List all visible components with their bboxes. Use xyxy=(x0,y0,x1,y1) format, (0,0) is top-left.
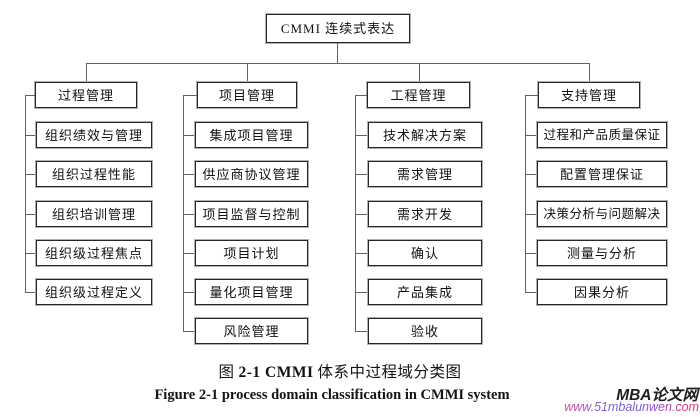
node-support-management: 支持管理 xyxy=(537,81,641,109)
tree-node: 组织过程性能 xyxy=(35,160,153,188)
connector-line xyxy=(355,292,368,293)
tree-node: 确认 xyxy=(367,239,483,267)
connector-line xyxy=(525,292,537,293)
connector-line xyxy=(355,174,368,175)
connector-line xyxy=(525,95,526,292)
watermark-site-name: MBA论文网 xyxy=(616,387,698,404)
connector-line xyxy=(355,253,368,254)
node-process-management: 过程管理 xyxy=(34,81,138,109)
tree-node: 验收 xyxy=(367,317,483,345)
connector-line xyxy=(337,43,338,63)
tree-node: 产品集成 xyxy=(367,278,483,306)
node-project-management: 项目管理 xyxy=(196,81,298,109)
caption-zh-number: 2-1 CMMI xyxy=(238,364,314,381)
tree-node: 集成项目管理 xyxy=(194,121,309,149)
connector-line xyxy=(86,63,590,64)
connector-line xyxy=(86,63,87,82)
tree-node: 项目计划 xyxy=(194,239,309,267)
connector-line xyxy=(589,63,590,82)
tree-node: 项目监督与控制 xyxy=(194,200,309,228)
connector-line xyxy=(183,135,195,136)
tree-node: 需求开发 xyxy=(367,200,483,228)
connector-line xyxy=(355,95,356,331)
connector-line xyxy=(525,214,537,215)
connector-line xyxy=(25,135,36,136)
tree-node: 组织培训管理 xyxy=(35,200,153,228)
connector-line xyxy=(183,292,195,293)
tree-node: 测量与分析 xyxy=(536,239,668,267)
tree-node: 组织级过程焦点 xyxy=(35,239,153,267)
connector-line xyxy=(183,214,195,215)
connector-line xyxy=(525,135,537,136)
tree-node: 供应商协议管理 xyxy=(194,160,309,188)
connector-line xyxy=(525,253,537,254)
connector-line xyxy=(25,174,36,175)
connector-line xyxy=(25,95,26,292)
connector-line xyxy=(419,63,420,82)
connector-line xyxy=(25,214,36,215)
figure-caption-en: Figure 2-1 process domain classification… xyxy=(154,387,510,403)
connector-line xyxy=(525,174,537,175)
connector-line xyxy=(183,95,184,331)
connector-line xyxy=(183,174,195,175)
connector-line xyxy=(25,95,35,96)
node-engineering-management: 工程管理 xyxy=(366,81,471,109)
connector-line xyxy=(355,135,368,136)
connector-line xyxy=(355,331,368,332)
connector-line xyxy=(525,95,538,96)
watermark-url: www.51mbalunwen.com xyxy=(564,400,699,414)
caption-zh-suffix: 体系中过程域分类图 xyxy=(317,364,462,381)
tree-node: 配置管理保证 xyxy=(536,160,668,188)
node-cmmi-root: CMMI 连续式表达 xyxy=(265,13,411,44)
connector-line xyxy=(183,331,195,332)
connector-line xyxy=(183,95,197,96)
tree-node: 组织级过程定义 xyxy=(35,278,153,306)
tree-node: 过程和产品质量保证 xyxy=(536,121,668,149)
connector-line xyxy=(25,292,36,293)
tree-node: 因果分析 xyxy=(536,278,668,306)
connector-line xyxy=(355,214,368,215)
caption-zh-prefix: 图 xyxy=(218,364,235,381)
tree-node: 风险管理 xyxy=(194,317,309,345)
tree-node: 技术解决方案 xyxy=(367,121,483,149)
connector-line xyxy=(183,253,195,254)
connector-line xyxy=(355,95,367,96)
connector-line xyxy=(247,63,248,82)
connector-line xyxy=(25,253,36,254)
tree-node: 决策分析与问题解决 xyxy=(536,200,668,228)
tree-node: 需求管理 xyxy=(367,160,483,188)
tree-node: 组织绩效与管理 xyxy=(35,121,153,149)
tree-node: 量化项目管理 xyxy=(194,278,309,306)
